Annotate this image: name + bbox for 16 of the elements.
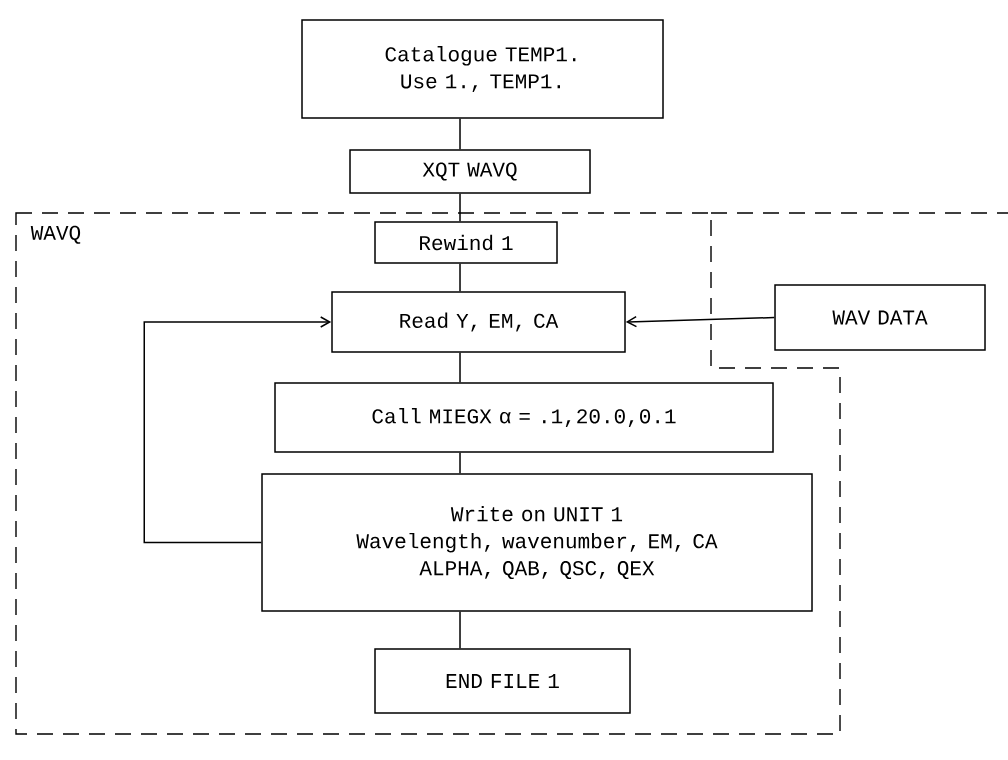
connector-line [459,263,461,292]
process-box: Read Y, EM, CA [331,291,626,353]
process-box: Write on UNIT 1 Wavelength, wavenumber, EM, CA ALPHA, QAB, QSC, QEX [261,473,813,612]
arrow [143,316,332,544]
process-box: XQT WAVQ [349,149,591,194]
connector-line [459,193,461,222]
process-box: Rewind 1 [374,221,558,264]
connector-line [459,352,461,383]
arrow [625,315,775,328]
connector-line [459,118,461,150]
process-box: END FILE 1 [374,648,631,714]
connector-line [459,611,461,649]
connector-line [459,452,461,474]
data-box: WAV DATA [774,284,986,351]
process-box: Call MIEGX α = .1,20.0,0.1 [274,382,774,453]
process-box: Catalogue TEMP1. Use 1., TEMP1. [301,19,664,119]
